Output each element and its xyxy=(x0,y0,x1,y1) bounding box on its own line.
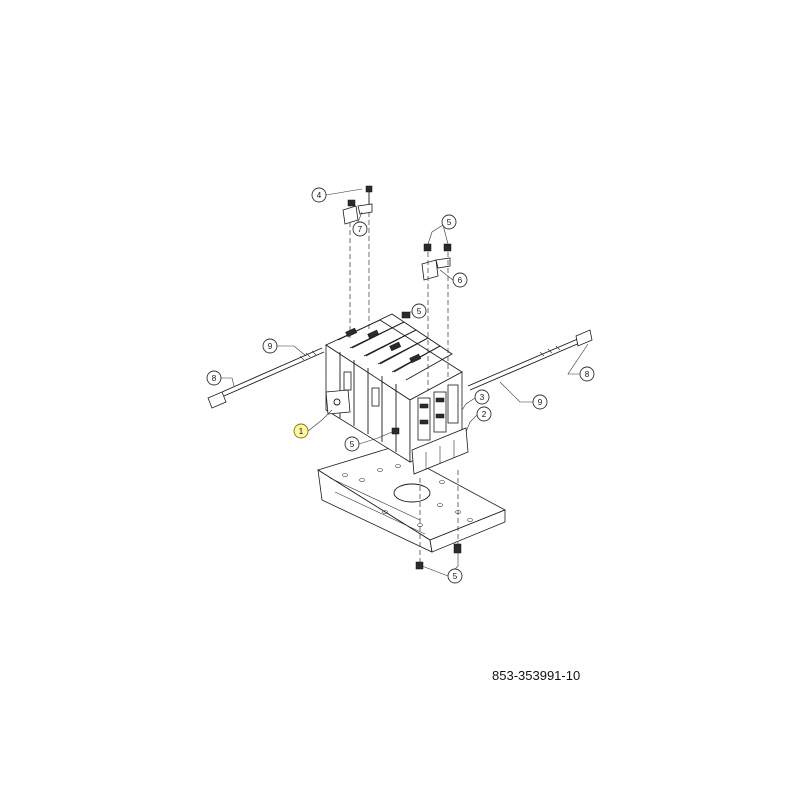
callout-3-label: 3 xyxy=(480,393,485,402)
callout-9-right-label: 9 xyxy=(538,398,543,407)
callout-8-right-label: 8 xyxy=(585,370,590,379)
callout-1: 1 xyxy=(293,409,333,439)
callout-8-right: 8 xyxy=(567,343,595,382)
callout-3: 3 xyxy=(461,389,490,411)
main-block-assembly xyxy=(325,313,469,475)
fasteners xyxy=(391,311,462,570)
bracket-upper-left xyxy=(342,185,373,225)
callout-5-bottom-label: 5 xyxy=(453,572,458,581)
callout-9-right: 9 xyxy=(499,381,548,410)
callout-9-left: 9 xyxy=(262,338,307,357)
callout-7: 7 xyxy=(352,211,368,237)
callout-5-top-label: 5 xyxy=(447,218,452,227)
callout-5-mid: 5 xyxy=(410,303,427,319)
callout-4: 4 xyxy=(311,187,363,203)
callout-5-lowleft-label: 5 xyxy=(350,440,355,449)
callout-5-lowleft: 5 xyxy=(344,431,393,452)
callout-2: 2 xyxy=(465,406,492,433)
callout-1-label: 1 xyxy=(299,427,304,436)
callout-8-left: 8 xyxy=(206,370,235,387)
base-plate xyxy=(317,447,506,553)
callout-5-top: 5 xyxy=(427,214,457,245)
callout-7-label: 7 xyxy=(358,225,363,234)
callout-5-bottom: 5 xyxy=(421,552,463,584)
callout-9-left-label: 9 xyxy=(268,342,273,351)
callout-6-label: 6 xyxy=(458,276,463,285)
part-number-label: 853-353991-10 xyxy=(492,668,581,683)
callout-8-left-label: 8 xyxy=(212,374,217,383)
bracket-upper-right xyxy=(421,243,452,281)
assembly-lines xyxy=(349,212,459,562)
callout-5-mid-label: 5 xyxy=(417,307,422,316)
callout-4-label: 4 xyxy=(317,191,322,200)
callout-6: 6 xyxy=(439,269,468,288)
rod-right xyxy=(467,329,593,391)
callout-2-label: 2 xyxy=(482,410,487,419)
